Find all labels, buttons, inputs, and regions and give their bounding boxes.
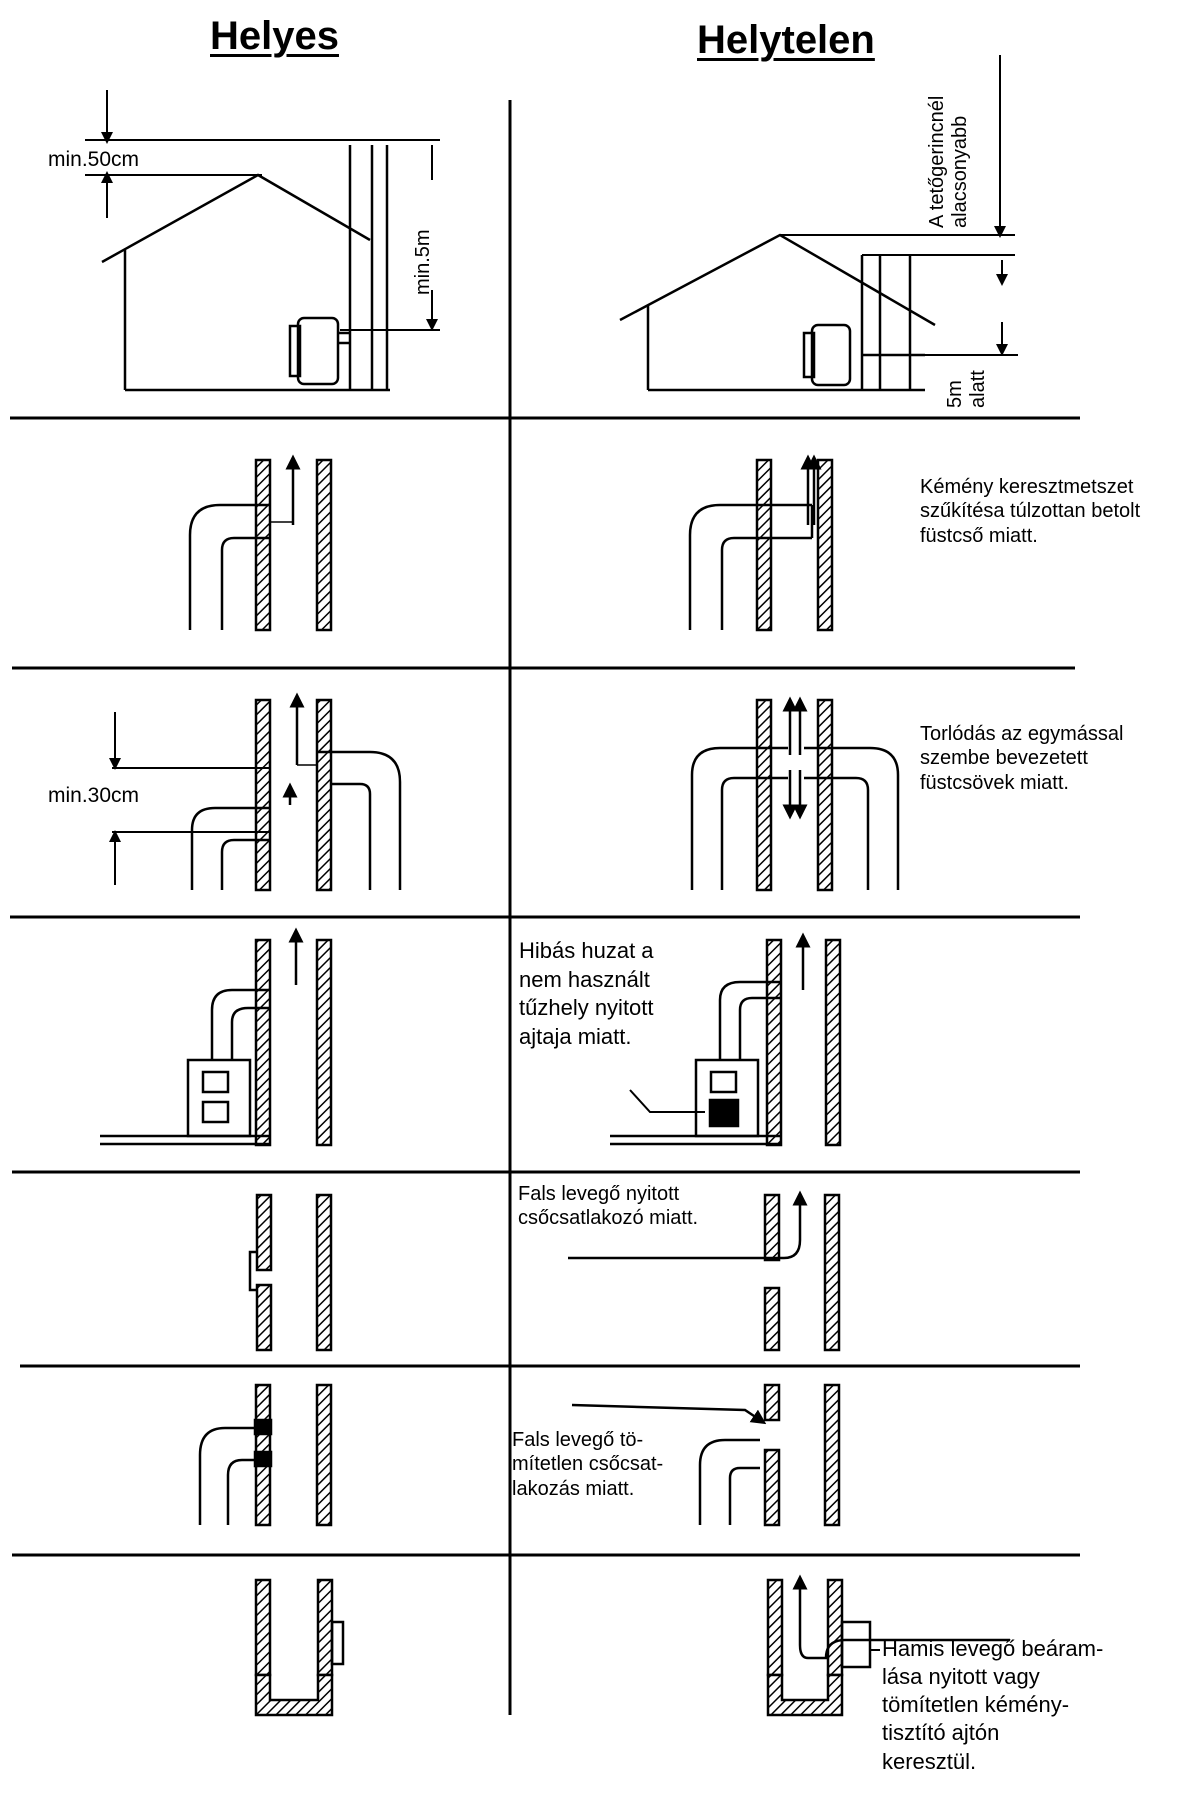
note-r7-line-1: Hamis levegő beáram- bbox=[882, 1636, 1104, 1661]
note-r7-line-2: lása nyitott vagy bbox=[882, 1664, 1040, 1690]
label-min-5m: min.5m bbox=[412, 229, 434, 295]
note-r4-line-2: nem használt bbox=[519, 966, 650, 992]
lower-than-ridge-line-2: alacsonyabb bbox=[949, 115, 971, 228]
chimney-r4-left bbox=[100, 927, 333, 1147]
chimney-r5-left bbox=[248, 1193, 333, 1352]
note-r3-line-1: Torlódás az egymással bbox=[920, 723, 1124, 745]
house-correct bbox=[85, 90, 440, 392]
note-narrowed-cross-section: Kémény keresztmetszet szűkítésa túlzotta… bbox=[920, 475, 1140, 548]
note-r4-line-1: Hibás huzat a bbox=[519, 938, 654, 963]
note-opposing-pipes: Torlódás az egymással szembe bevezetett … bbox=[920, 722, 1123, 795]
note-r2-line-3: füstcső miatt. bbox=[920, 524, 1038, 547]
under-5m-line-1: 5m bbox=[944, 380, 966, 408]
chimney-r3-left bbox=[109, 692, 402, 892]
chimney-r5-right bbox=[568, 1190, 841, 1352]
house-incorrect bbox=[619, 55, 1018, 392]
label-min-50cm: min.50cm bbox=[48, 148, 140, 171]
chimney-r7-left bbox=[254, 1578, 345, 1717]
chimney-r6-right bbox=[571, 1383, 841, 1527]
note-r5-line-1: Fals levegő nyitott bbox=[518, 1183, 680, 1205]
note-cleaning-door: Hamis levegő beáram- lása nyitott vagy t… bbox=[882, 1635, 1103, 1776]
note-r4-line-3: tűzhely nyitott bbox=[519, 995, 654, 1021]
header-correct: Helyes bbox=[210, 14, 339, 58]
note-r3-line-2: szembe bevezetett bbox=[920, 747, 1088, 770]
chimney-r2-left bbox=[188, 454, 333, 632]
under-5m-line-2: alatt bbox=[967, 370, 989, 408]
chimney-r4-right bbox=[610, 932, 842, 1147]
note-unsealed-connection: Fals levegő tö- mítetlen csőcsat- lakozá… bbox=[512, 1428, 663, 1501]
note-faulty-draught: Hibás huzat a nem használt tűzhely nyito… bbox=[519, 937, 654, 1051]
chimney-r3-right bbox=[690, 696, 900, 892]
note-r7-line-3: tömítetlen kémény- bbox=[882, 1692, 1070, 1718]
note-r6-line-3: lakozás miatt. bbox=[512, 1477, 635, 1500]
note-open-connector: Fals levegő nyitott csőcsatlakozó miatt. bbox=[518, 1182, 698, 1231]
note-r6-line-1: Fals levegő tö- bbox=[512, 1429, 644, 1451]
chimney-r7-right bbox=[766, 1574, 1010, 1717]
grid-lines bbox=[10, 100, 1080, 1715]
note-r2-line-2: szűkítésa túlzottan betolt bbox=[920, 500, 1141, 523]
note-r7-line-4: tisztító ajtón bbox=[882, 1720, 1000, 1746]
label-lower-than-ridge: A tetőgerincnél alacsonyabb bbox=[926, 96, 972, 228]
note-r4-line-4: ajtaja miatt. bbox=[519, 1023, 632, 1049]
label-min-30cm: min.30cm bbox=[48, 784, 140, 807]
note-r6-line-2: mítetlen csőcsat- bbox=[512, 1453, 664, 1476]
note-r5-line-2: csőcsatlakozó miatt. bbox=[518, 1207, 699, 1230]
lower-than-ridge-line-1: A tetőgerincnél bbox=[926, 95, 948, 228]
header-incorrect: Helytelen bbox=[697, 18, 875, 62]
chimney-r6-left bbox=[198, 1383, 333, 1527]
chimney-r2-right bbox=[688, 454, 834, 632]
label-under-5m: 5m alatt bbox=[944, 370, 990, 408]
note-r7-line-5: keresztül. bbox=[882, 1748, 977, 1774]
note-r2-line-1: Kémény keresztmetszet bbox=[920, 476, 1134, 498]
note-r3-line-3: füstcsövek miatt. bbox=[920, 771, 1069, 794]
